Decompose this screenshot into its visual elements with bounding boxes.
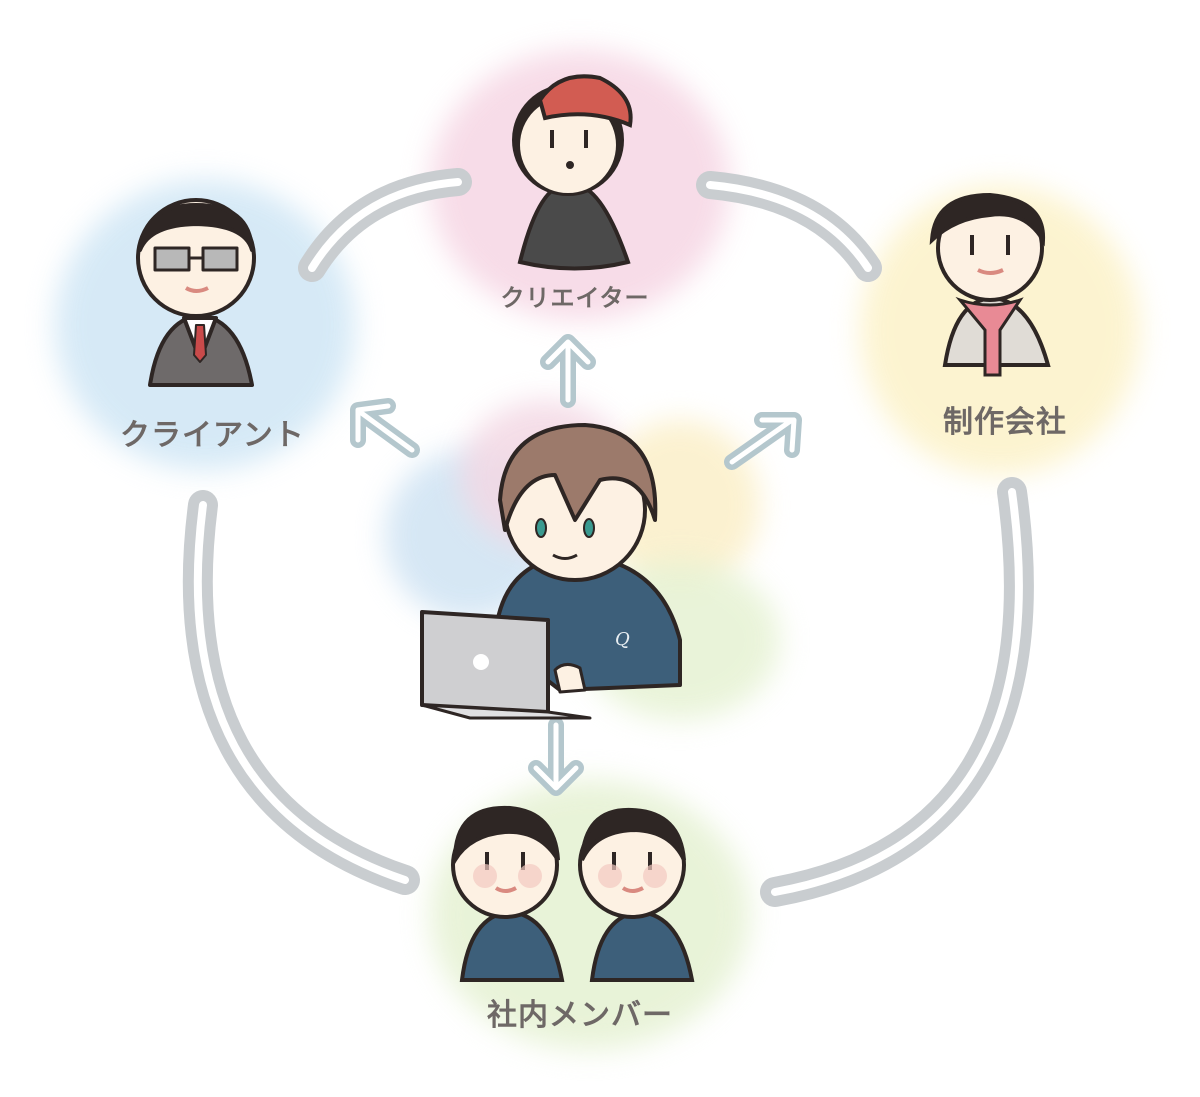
production-character-icon [929,192,1051,377]
ring-arc-top-right [696,171,882,282]
arrows [350,334,802,796]
members-characters-icon [451,805,695,982]
hoodie-logo-icon: Q [615,629,630,650]
cycle-ring [182,168,1034,907]
members-label: 社内メンバー [487,998,673,1033]
ring-arc-bottom-right [760,477,1034,907]
client-label: クライアント [120,418,305,453]
ring-arc-bottom-left [182,490,420,895]
arrow-up-left-icon [350,398,420,458]
center-person-icon: Q [420,423,682,720]
arrow-up-right-icon [724,412,802,470]
arrow-up-icon [540,334,596,408]
production-label: 制作会社 [943,405,1067,440]
client-character-icon [136,198,256,387]
creator-character-icon [512,74,633,271]
ring-arc-top-left [298,168,472,282]
creator-label: クリエイター [500,284,650,312]
arrow-down-icon [528,717,584,796]
